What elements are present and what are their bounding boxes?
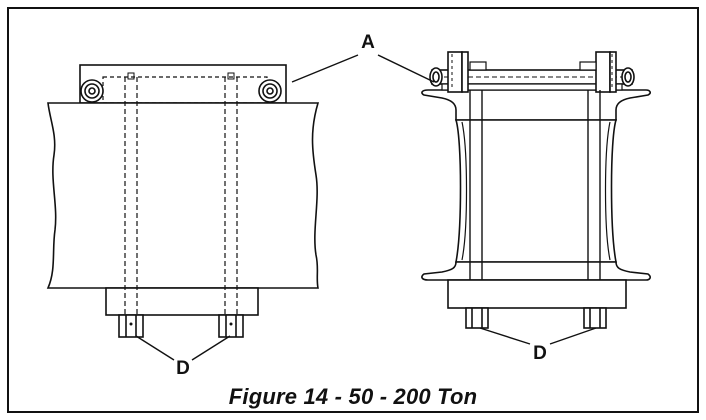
callout-a: A [361, 32, 375, 53]
top-flange [421, 89, 651, 121]
right-bottom-nuts [465, 307, 607, 329]
beam-web [454, 119, 618, 263]
bottom-flange [421, 261, 651, 281]
main-body [46, 102, 320, 289]
right-rollers-icon [429, 67, 635, 87]
right-roller-icon [258, 79, 282, 103]
left-side-view [46, 64, 320, 338]
callout-d-right: D [533, 343, 547, 364]
callout-leaders [135, 54, 597, 361]
right-end-view [421, 51, 651, 329]
lower-block [105, 287, 259, 316]
left-roller-icon [80, 79, 104, 103]
vertical-rods [469, 90, 601, 280]
callout-d-left: D [176, 358, 190, 379]
figure-caption: Figure 14 - 50 - 200 Ton [228, 384, 478, 409]
left-bottom-nuts [118, 314, 244, 338]
figure-border [7, 7, 699, 413]
right-lower-block [447, 279, 627, 309]
top-fixture-bar [79, 64, 287, 104]
